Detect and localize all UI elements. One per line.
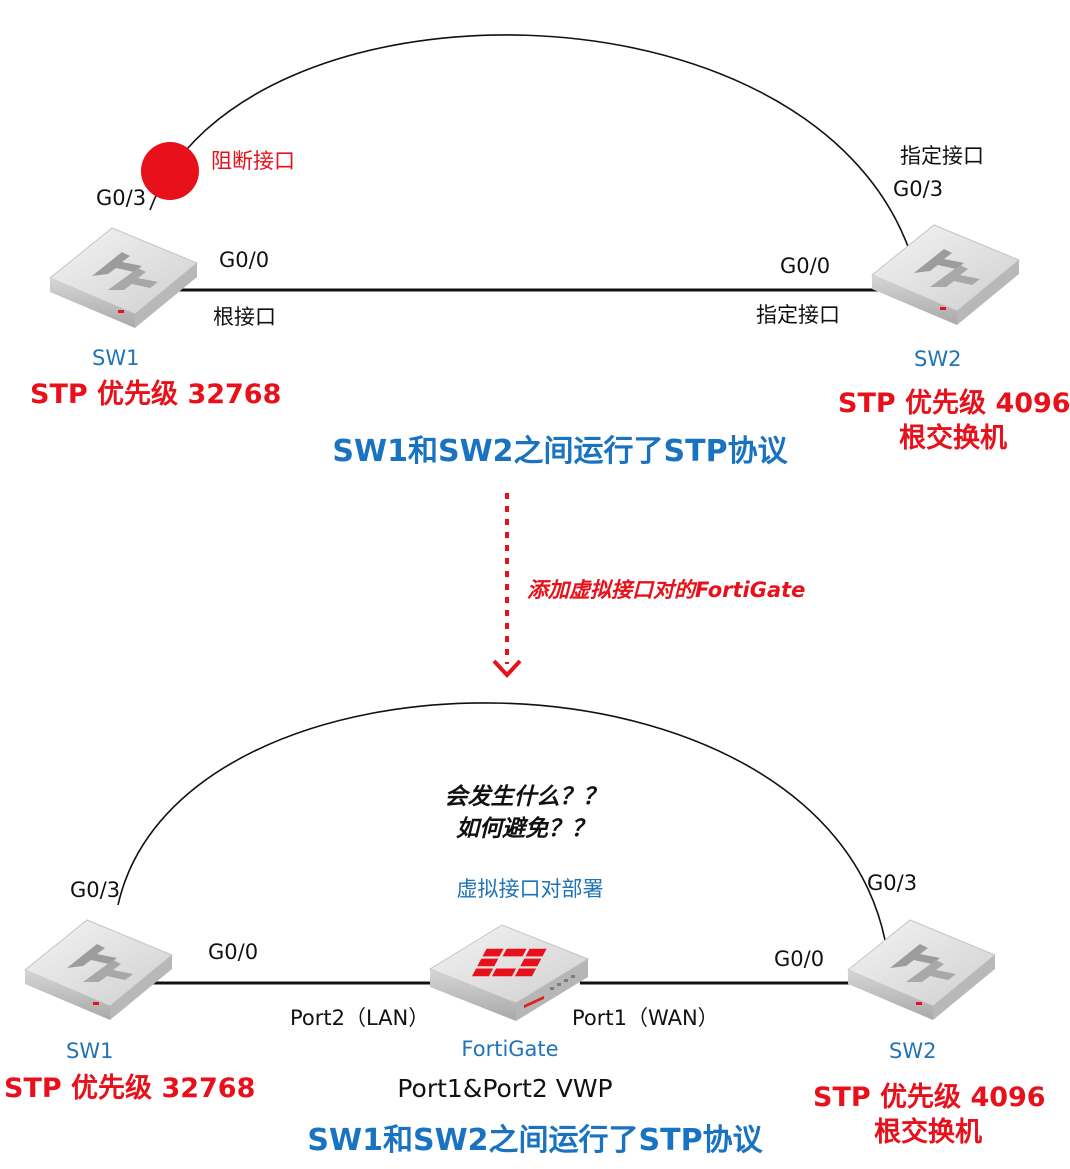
top-sw2-switch-icon <box>871 224 1020 325</box>
top-sw1-g03-label: G0/3 <box>96 186 147 210</box>
fortigate-icon <box>428 924 590 1021</box>
blocked-port-marker <box>141 142 199 200</box>
fortinet-logo <box>471 948 547 977</box>
top-sw2-name: SW2 <box>914 347 962 371</box>
top-caption: SW1和SW2之间运行了STP协议 <box>332 434 788 469</box>
bottom-sw1-name: SW1 <box>66 1039 114 1063</box>
top-sw2-priority: STP 优先级 4096 <box>838 388 1070 419</box>
top-arc-link <box>149 34 911 253</box>
question-line-1: 会发生什么？？ <box>444 784 606 810</box>
top-sw2-g00-role-label: 指定接口 <box>756 303 840 327</box>
blocked-port-label: 阻断接口 <box>211 149 295 173</box>
bottom-arc-link <box>117 702 886 941</box>
top-sw1-name: SW1 <box>92 346 140 370</box>
bottom-sw2-g00-label: G0/0 <box>774 947 825 971</box>
fortigate-port-lan: Port2（LAN） <box>290 1006 430 1030</box>
top-sw2-g03-label: G0/3 <box>893 177 944 201</box>
top-sw1-switch-icon <box>49 227 198 328</box>
top-sw2-g03-role-label: 指定接口 <box>900 144 984 168</box>
bottom-sw1-priority: STP 优先级 32768 <box>4 1073 256 1104</box>
fortigate-name: FortiGate <box>461 1037 559 1061</box>
top-sw2-g00-label: G0/0 <box>780 254 831 278</box>
transition-label: 添加虚拟接口对的FortiGate <box>527 578 806 602</box>
fortigate-vwp-label: Port1&Port2 VWP <box>397 1074 613 1103</box>
bottom-sw2-role: 根交换机 <box>874 1117 982 1148</box>
top-sw1-priority: STP 优先级 32768 <box>30 379 282 410</box>
bottom-caption: SW1和SW2之间运行了STP协议 <box>307 1123 763 1158</box>
bottom-sw1-g00-label: G0/0 <box>208 940 259 964</box>
top-sw1-root-port-label: 根接口 <box>213 305 276 329</box>
top-sw2-role: 根交换机 <box>899 423 1007 454</box>
bottom-sw2-switch-icon <box>847 919 996 1020</box>
top-sw1-g00-label: G0/0 <box>219 248 270 272</box>
bottom-sw1-switch-icon <box>24 919 173 1020</box>
bottom-sw2-priority: STP 优先级 4096 <box>813 1082 1046 1113</box>
bottom-sw1-g03-label: G0/3 <box>70 878 121 902</box>
transition-arrow-head <box>492 659 522 678</box>
bottom-sw2-name: SW2 <box>889 1039 937 1063</box>
fortigate-port-wan: Port1（WAN） <box>572 1006 719 1030</box>
question-line-2: 如何避免？？ <box>456 816 594 842</box>
deployment-label: 虚拟接口对部署 <box>456 877 604 901</box>
bottom-sw2-g03-label: G0/3 <box>867 871 918 895</box>
